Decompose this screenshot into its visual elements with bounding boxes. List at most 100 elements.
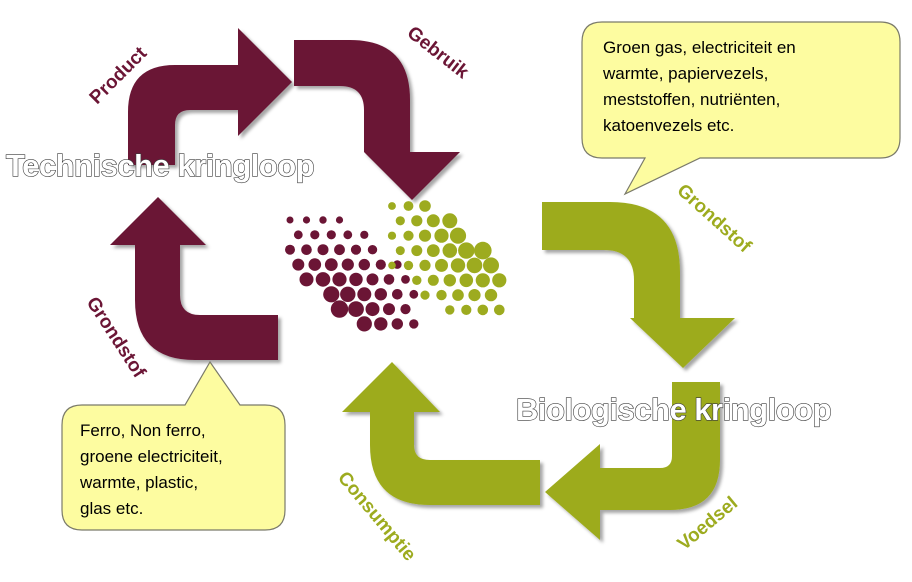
biological-line: katoenvezels etc. [603,116,735,135]
halftone-dot [392,289,403,300]
halftone-dot [409,289,419,299]
halftone-dot [395,216,405,226]
halftone-dot [335,216,344,224]
halftone-dot [391,318,403,330]
halftone-dot [449,227,467,244]
halftone-dot [308,258,322,271]
halftone-dot [484,288,498,302]
technical-arrow-product [128,28,292,165]
halftone-dot [427,274,439,286]
biological-line: Groen gas, electriciteit en [603,38,796,57]
halftone-dot [374,317,388,331]
halftone-dot [419,259,431,271]
halftone-dot [334,244,345,256]
halftone-dot [330,300,349,318]
halftone-dot [450,258,466,273]
callout-text-technical: Ferro, Non ferro, groene electriciteit, wa… [80,418,223,522]
halftone-dot [348,301,364,317]
technical-line: Ferro, Non ferro, [80,421,206,440]
halftone-dot [310,230,320,240]
halftone-dot [358,258,370,271]
technical-arrow-grondstof [110,197,278,360]
halftone-dot [383,303,395,316]
biological-dots-cluster [387,200,507,316]
biological-arrow-consumptie [342,362,540,505]
halftone-dot [445,305,455,315]
halftone-dot [409,319,419,329]
halftone-dot [285,244,295,255]
halftone-dot [332,272,347,287]
halftone-dot [475,273,490,288]
halftone-dot [383,274,395,285]
halftone-dot [492,273,507,288]
callout-text-biological: Groen gas, electriciteit en warmte, papie… [603,35,796,139]
halftone-dot [319,216,327,224]
technical-dots-cluster [285,216,419,332]
halftone-dot [426,214,440,228]
technical-cycle-arrows [110,28,460,360]
halftone-dot [412,275,422,285]
biological-cycle-title: Biologische kringloop [516,392,831,427]
halftone-dot [366,273,379,286]
halftone-dot [302,216,311,224]
biological-cycle-arrows [342,202,735,540]
halftone-dot [286,216,294,224]
halftone-dot [401,275,410,284]
halftone-dot [403,230,414,241]
callout-bubble-technical [61,360,286,531]
halftone-dot [349,272,363,287]
halftone-dot [458,242,475,259]
halftone-dot [466,257,483,274]
technical-line: groene electriciteit, [80,447,223,466]
halftone-dot [442,213,458,229]
halftone-dot [400,304,411,315]
biological-label-grondstof: Grondstof [673,180,756,257]
halftone-dot [494,304,505,316]
technical-line: glas etc. [80,499,144,518]
halftone-dot [420,290,430,300]
halftone-dot [461,304,472,315]
halftone-dot [468,289,481,302]
halftone-dot [411,245,423,257]
halftone-dot [418,229,432,242]
biological-arrow-grondstof [542,202,735,368]
halftone-dot [374,288,387,301]
halftone-dot [395,246,405,256]
biological-line: meststoffen, nutriënten, [603,90,781,109]
halftone-dot [477,304,489,316]
halftone-dot [375,259,386,270]
halftone-dot [315,272,331,287]
halftone-dot [340,286,356,302]
halftone-dot [299,272,314,287]
halftone-dot [324,258,338,271]
halftone-dot [360,230,369,239]
halftone-dot [367,245,378,255]
technical-line: warmte, plastic, [80,473,199,492]
technical-cycle-title: Technische kringloop [6,148,314,183]
biological-line: warmte, papiervezels, [603,64,769,83]
halftone-dot [343,230,353,240]
halftone-dot [388,202,396,210]
halftone-dot [326,230,336,240]
halftone-dot [436,289,447,301]
halftone-dot [452,289,464,301]
halftone-dot [411,215,423,227]
technical-arrow-gebruik [294,40,460,200]
halftone-dot [387,231,397,240]
halftone-dot [292,258,305,271]
halftone-dot [388,261,396,270]
halftone-dot [443,274,456,287]
halftone-dot [442,243,458,258]
halftone-dot [293,230,303,240]
halftone-dot [419,200,431,212]
halftone-dot [365,302,380,317]
halftone-dot [403,260,414,271]
halftone-dot [434,228,449,243]
halftone-dot [474,241,492,260]
halftone-dot [357,287,372,302]
halftone-dot [403,201,414,211]
halftone-dot [301,244,312,255]
halftone-dot [426,244,440,257]
halftone-dot [323,286,340,303]
